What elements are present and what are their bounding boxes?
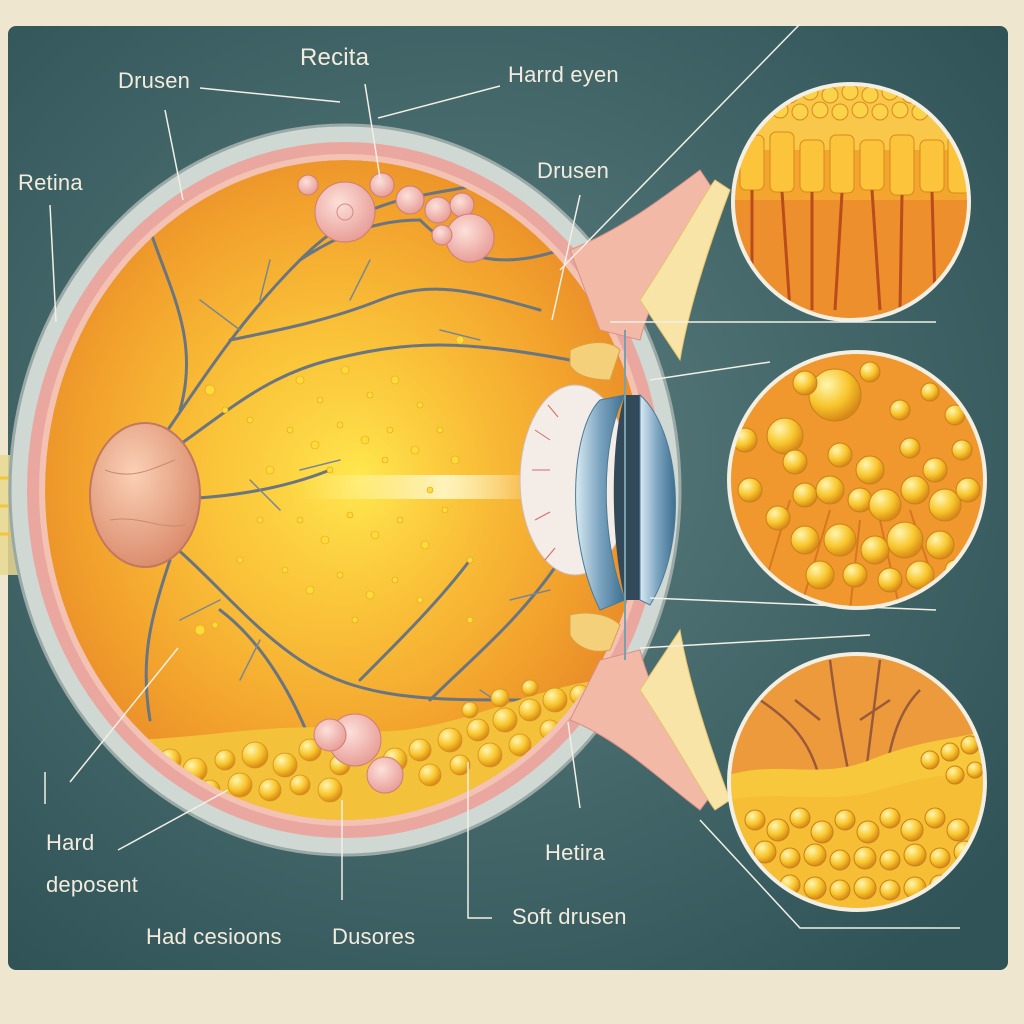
- front-segment: [519, 169, 731, 811]
- label-drusen-top: Drusen: [118, 68, 191, 93]
- label-hetira: Hetira: [545, 840, 605, 865]
- magnified-drusen: [727, 350, 987, 610]
- label-deposent: deposent: [46, 872, 139, 897]
- label-recita: Recita: [300, 44, 370, 71]
- label-drusen-right: Drusen: [537, 158, 610, 183]
- optic-disc: [89, 422, 201, 568]
- label-harrd-eyen: Harrd eyen: [508, 62, 619, 87]
- label-soft-drusen: Soft drusen: [512, 904, 627, 929]
- macula-drusen: [194, 335, 474, 636]
- leader-lines: [44, 23, 960, 929]
- blood-vessels: [138, 178, 572, 742]
- label-dusores: Dusores: [332, 924, 416, 949]
- label-hard: Hard: [46, 830, 95, 855]
- label-had-cesioons: Had cesioons: [146, 924, 282, 949]
- label-retina-left: Retina: [18, 170, 83, 195]
- retina-interior: [45, 160, 645, 820]
- bottom-deposits: [80, 679, 640, 820]
- magnified-deposits: [727, 652, 987, 912]
- light-beam: [300, 475, 540, 499]
- top-deposits: [297, 172, 495, 263]
